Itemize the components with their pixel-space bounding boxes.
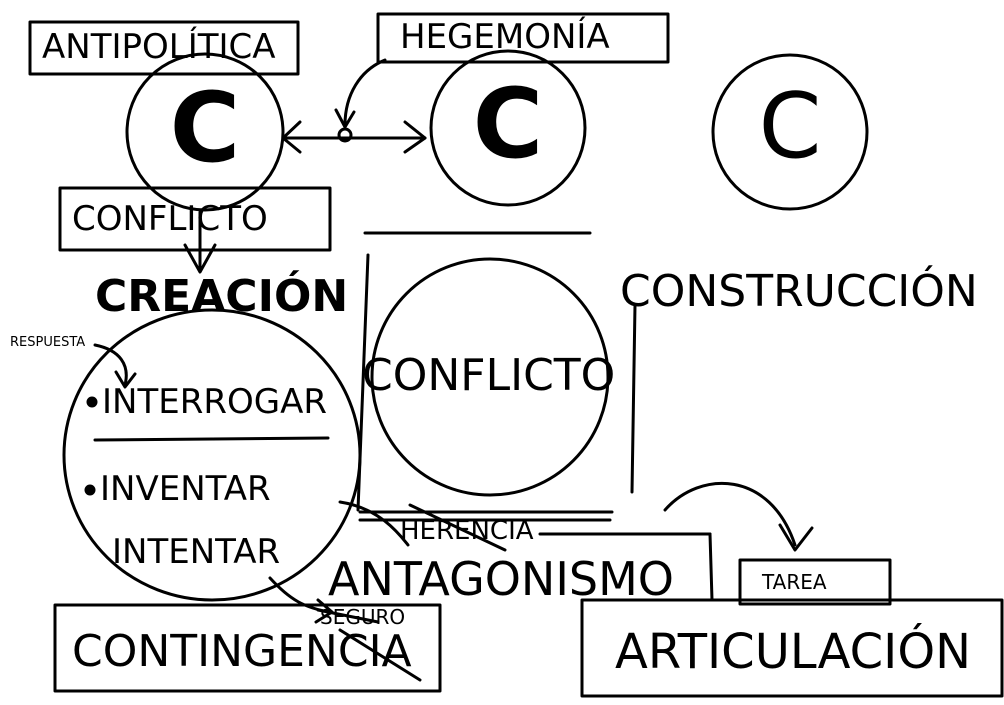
arrow-node bbox=[337, 127, 353, 143]
c-symbol-1: C bbox=[169, 72, 241, 184]
c-symbol-3: C bbox=[758, 74, 822, 179]
contingencia-box bbox=[53, 603, 442, 693]
arrow-head-right bbox=[403, 120, 427, 154]
tarea-curve bbox=[663, 481, 797, 547]
respuesta-label: RESPUESTA bbox=[10, 335, 86, 350]
herencia-strike bbox=[338, 500, 410, 547]
creacion-label: CREACIÓN bbox=[95, 271, 349, 322]
bullet-interrogar bbox=[86, 396, 98, 408]
interrogar-label: INTERROGAR bbox=[102, 382, 327, 422]
intentar-label: INTENTAR bbox=[112, 532, 281, 572]
antipolitica-label: ANTIPOLÍTICA bbox=[42, 27, 276, 67]
hegemonia-arrow-head bbox=[334, 108, 356, 129]
articulacion-label: ARTICULACIÓN bbox=[615, 624, 972, 680]
c-symbol-2: C bbox=[472, 68, 544, 180]
conflicto-down-arrowhead bbox=[183, 243, 217, 274]
herencia-label: HERENCIA bbox=[400, 516, 534, 546]
bullet-inventar bbox=[84, 484, 96, 496]
hegemonia-label: HEGEMONÍA bbox=[400, 17, 610, 57]
herencia-cross bbox=[408, 503, 507, 552]
respuesta-arrowhead bbox=[114, 370, 137, 389]
tarea-arrowhead bbox=[778, 523, 814, 552]
hegemonia-box bbox=[376, 12, 670, 64]
inventar-label: INVENTAR bbox=[100, 469, 271, 509]
tarea-box bbox=[738, 558, 892, 606]
articulacion-box bbox=[580, 598, 1004, 698]
contingencia-label: CONTINGENCIA bbox=[72, 626, 412, 677]
seguro-label: SEGURO bbox=[320, 605, 406, 629]
c-circle-3-ring bbox=[711, 53, 869, 211]
conflicto-small-box bbox=[58, 186, 332, 252]
tarea-label: TAREA bbox=[762, 570, 827, 594]
c-circle-2-ring bbox=[429, 49, 587, 207]
contingencia-strike bbox=[338, 628, 422, 682]
conflicto-small-label: CONFLICTO bbox=[72, 199, 268, 239]
respuesta-arrow bbox=[93, 343, 128, 387]
construccion-label: CONSTRUCCIÓN bbox=[620, 266, 978, 317]
seguro-strike bbox=[316, 608, 380, 624]
antipolitica-box bbox=[28, 20, 300, 76]
creacion-circle bbox=[62, 308, 362, 602]
antagonismo-label: ANTAGONISMO bbox=[328, 552, 674, 606]
arrow-head-left bbox=[281, 120, 302, 154]
hegemonia-arrow bbox=[343, 58, 387, 127]
conflicto-ellipse bbox=[370, 257, 610, 497]
conflicto-big-label: CONFLICTO bbox=[362, 350, 616, 401]
center-right-line bbox=[630, 303, 637, 494]
creacion-divider bbox=[93, 436, 330, 442]
antagonismo-box-right bbox=[708, 532, 714, 602]
c-circle-1-ring bbox=[125, 52, 285, 212]
